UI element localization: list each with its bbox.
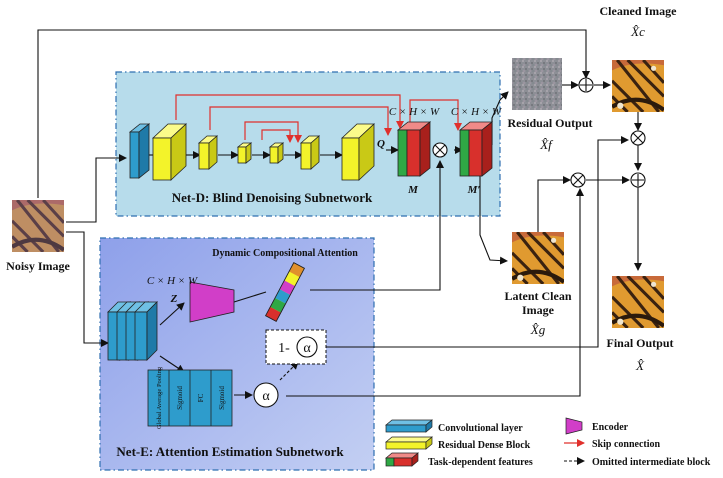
latent-clean-image [512,232,564,284]
net-d-blocks [128,121,494,181]
attention-vector [265,262,305,322]
mlp-sigmoid-label-2: Sigmoid [218,386,226,410]
residual-output-image [512,58,562,110]
net-e-title: Net-E: Attention Estimation Subnetwork [116,444,344,459]
residual-dense-block-icon [385,436,433,443]
q-label: Q [377,138,385,150]
encoder-icon [565,417,583,435]
alpha-node [253,382,279,408]
alpha-label: α [262,389,270,404]
latent-symbol: X̂g [530,322,546,337]
mlp-sigmoid-label-1: Sigmoid [176,386,184,410]
residual-symbol: X̂f [539,137,554,152]
noisy-image [12,200,64,252]
dim-label-m-prime: C × H × W [451,106,502,118]
dim-label-net-e: C × H × W [147,275,198,287]
legend-rdb-text: Residual Dense Block [438,440,531,451]
legend-omitted-text: Omitted intermediate block [592,457,711,468]
legend-task-text: Task-dependent features [428,457,533,468]
legend-encoder-text: Encoder [592,422,629,433]
noisy-image-label: Noisy Image [6,259,70,273]
mlp-block [147,369,233,427]
net-d-title: Net-D: Blind Denoising Subnetwork [172,190,373,205]
latent-clean-label-line2: Image [522,303,555,317]
cleaned-image [612,60,664,112]
skip-connections [175,94,462,143]
legend-skip-text: Skip connection [592,439,661,450]
one-minus-label: 1- [278,341,290,356]
cleaned-symbol: X̂c [630,24,645,39]
encoder-block [189,281,235,323]
omitted-connection [279,361,299,381]
mlp-fc-label: FC [197,393,205,402]
operators [432,77,646,188]
dim-label-m: C × H × W [389,106,440,118]
latent-clean-label-line1: Latent Clean [505,289,572,303]
m-label: M [407,184,419,196]
conv-stack [107,301,158,361]
legend-conv-text: Convolutional layer [438,423,523,434]
final-output-label: Final Output [606,336,673,350]
residual-output-label: Residual Output [507,116,592,130]
final-symbol: X̂ [635,358,645,373]
cleaned-image-label: Cleaned Image [600,4,678,18]
m-prime-label: M′ [467,184,481,196]
z-label: Z [170,293,178,305]
legend-icons [385,417,585,467]
conv-layer-icon [385,419,433,426]
dca-title: Dynamic Compositional Attention [212,248,358,259]
mlp-gap-label: Global Average Pooling [156,366,163,429]
alpha-in-box: α [303,341,311,356]
final-output-image [612,276,664,328]
